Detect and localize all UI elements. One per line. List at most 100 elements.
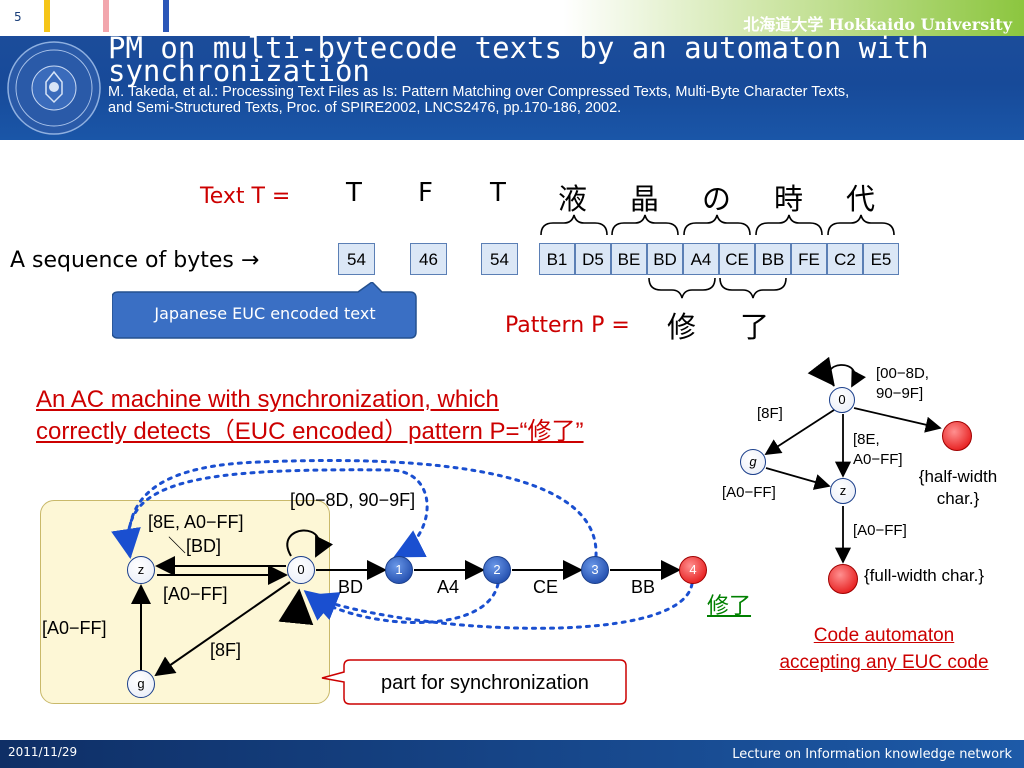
title-line-2: synchronization (108, 54, 370, 88)
self-loop-0 (286, 529, 333, 558)
brace-char-4 (755, 214, 823, 236)
brace-char-5 (827, 214, 895, 236)
deco-stripe-blue (163, 0, 169, 32)
title-line-1: PM on multi-bytecode texts by an automat… (108, 31, 929, 65)
byte-cell: E5 (863, 243, 899, 275)
byte-cell: FE (791, 243, 827, 275)
code-label-8e-line-1: [8E, (853, 431, 880, 448)
top-strip (0, 0, 1024, 36)
ac-node-z: z (127, 556, 155, 584)
half-width-label: {half-width char.} (912, 466, 1004, 510)
brace-pattern-1 (648, 277, 716, 299)
code-node-0: 0 (829, 387, 855, 413)
edge-label-a4: A4 (437, 577, 460, 597)
reference-line-1: M. Takeda, et al.: Processing Text Files… (108, 84, 850, 100)
sync-dash-1-to-z (126, 468, 429, 558)
euc-callout-shape (112, 282, 417, 339)
ac-node-3: 3 (581, 556, 609, 584)
byte-cell: 54 (338, 243, 375, 275)
code-edge-0-to-g (764, 409, 835, 455)
code-label-8f: [8F] (757, 405, 783, 422)
start-arrow (278, 588, 314, 626)
pattern-label: Pattern P = (505, 313, 630, 338)
text-char-sho: 晶 (630, 182, 660, 216)
footer-bar (0, 740, 1024, 768)
code-node-g: g (740, 449, 766, 475)
ac-node-g: g (127, 670, 155, 698)
byte-cell: BE (611, 243, 647, 275)
full-width-label: {full-width char.} (864, 566, 985, 585)
ac-node-2: 2 (483, 556, 511, 584)
ac-node-0: 0 (287, 556, 315, 584)
edge-label-bd: BD (338, 577, 364, 597)
code-node-half-accept (942, 421, 972, 451)
ac-title-line-2: correctly detects（EUC encoded）pattern P=… (36, 418, 584, 445)
footer-lecture-title: Lecture on Information knowledge network (732, 747, 1012, 762)
slide-title: PM on multi-bytecode texts by an automat… (108, 34, 1008, 86)
zero-to-z-label: [A0−FF] (163, 584, 228, 604)
ac-title-line-1: An AC machine with synchronization, whic… (36, 386, 499, 413)
code-loop-label-line-2: 90−9F] (876, 385, 924, 402)
sync-callout-shape (321, 659, 627, 705)
zero-to-g-label: [8F] (210, 640, 242, 660)
edge-0-to-g (154, 581, 291, 677)
text-char-dai: 代 (846, 182, 876, 216)
half-width-line-2: char.} (936, 489, 980, 508)
code-node-full-accept (828, 564, 858, 594)
code-edge-0-to-half (853, 407, 942, 433)
text-char-no: の (702, 182, 732, 216)
text-t-label: Text T = (200, 184, 291, 209)
z-edge-label: [8E, A0−FF] ＼[BD] (148, 510, 244, 558)
reference-citation: M. Takeda, et al.: Processing Text Files… (108, 84, 1008, 116)
accept-output-label: 修了 (707, 594, 752, 619)
university-name: 北海道大学 Hokkaido University (743, 15, 1012, 34)
ac-node-4-accept: 4 (679, 556, 707, 584)
deco-stripe-yellow (44, 0, 50, 32)
code-loop-label-line-1: [00−8D, (876, 365, 929, 382)
code-label-g-z: [A0−FF] (722, 484, 776, 501)
brace-char-3 (683, 214, 751, 236)
code-loop-label: [00−8D, 90−9F] (876, 364, 929, 404)
text-char-eki: 液 (558, 182, 588, 216)
edge-label-bb: BB (631, 577, 656, 597)
code-label-z-down: [A0−FF] (853, 522, 907, 539)
caption-line-2: accepting any EUC code (779, 652, 989, 673)
ac-machine-title: An AC machine with synchronization, whic… (36, 384, 584, 448)
half-width-line-1: {half-width (918, 467, 998, 486)
loop-label: [00−8D, 90−9F] (290, 490, 416, 510)
byte-cell: CE (719, 243, 755, 275)
text-char-t2: T (490, 178, 506, 208)
byte-cell: BD (647, 243, 683, 275)
code-self-loop-0 (827, 364, 866, 388)
text-char-ji: 時 (774, 182, 804, 216)
brace-char-1 (540, 214, 608, 236)
euc-callout-text: Japanese EUC encoded text (154, 304, 376, 323)
byte-cell: A4 (683, 243, 719, 275)
sync-callout-text: part for synchronization (381, 672, 589, 694)
byte-cell: D5 (575, 243, 611, 275)
pattern-char-ryo: 了 (740, 310, 770, 344)
byte-cell: 54 (481, 243, 518, 275)
text-char-t1: T (346, 178, 362, 208)
pattern-char-shu: 修 (667, 310, 697, 344)
footer-date: 2011/11/29 (8, 745, 78, 759)
sync-dash-4-to-0 (307, 582, 694, 630)
byte-cell: BB (755, 243, 791, 275)
brace-char-2 (611, 214, 679, 236)
code-label-8e-line-2: A0−FF] (853, 451, 903, 468)
z-edge-label-line-2: ＼[BD] (168, 536, 222, 556)
byte-sequence-label: A sequence of bytes → (10, 248, 260, 273)
code-edge-g-to-z (765, 467, 831, 490)
university-seal-icon (7, 41, 101, 135)
sync-dash-3-to-z (111, 458, 598, 559)
byte-cell: C2 (827, 243, 863, 275)
ac-node-1: 1 (385, 556, 413, 584)
text-char-f: F (418, 178, 433, 208)
code-automaton-caption: Code automaton accepting any EUC code (748, 622, 1020, 676)
reference-line-2: and Semi-Structured Texts, Proc. of SPIR… (108, 100, 622, 116)
brace-pattern-2 (719, 277, 787, 299)
slide-number: 5 (14, 10, 22, 24)
edge-label-ce: CE (533, 577, 559, 597)
